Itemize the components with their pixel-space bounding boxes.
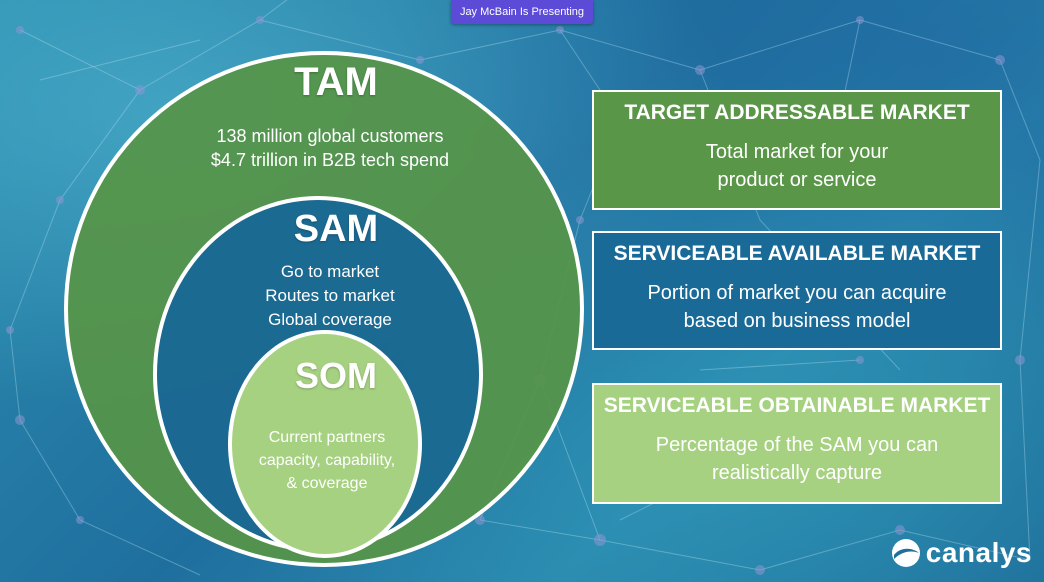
tam-circle-description: 138 million global customers $4.7 trilli… <box>210 126 450 170</box>
tam-circle-title: TAM <box>294 60 378 104</box>
presenting-banner: Jay McBain Is Presenting <box>451 0 593 24</box>
som-definition-box: SERVICEABLE OBTAINABLE MARKET Percentage… <box>592 383 1002 504</box>
sam-definition-box: SERVICEABLE AVAILABLE MARKET Portion of … <box>592 231 1002 350</box>
canalys-swoosh-icon <box>891 539 920 567</box>
sam-circle-title: SAM <box>293 208 379 250</box>
som-circle-title: SOM <box>294 355 377 396</box>
som-circle-description: Current partners capacity, capability, &… <box>258 429 396 492</box>
canalys-logo: canalys <box>890 536 1032 570</box>
tam-definition-heading: TARGET ADDRESSABLE MARKET <box>624 101 970 124</box>
som-definition-text: Percentage of the SAM you can realistica… <box>655 434 939 484</box>
tam-definition-text: Total market for your product or service <box>705 141 889 191</box>
sam-circle-description: Go to market Routes to market Global cov… <box>265 262 395 329</box>
som-definition-heading: SERVICEABLE OBTAINABLE MARKET <box>603 394 991 417</box>
tam-definition-box: TARGET ADDRESSABLE MARKET Total market f… <box>592 90 1002 210</box>
sam-definition-heading: SERVICEABLE AVAILABLE MARKET <box>613 242 981 265</box>
sam-definition-text: Portion of market you can acquire based … <box>647 282 947 332</box>
canalys-logo-text: canalys <box>925 537 1032 568</box>
som-circle <box>228 330 422 558</box>
